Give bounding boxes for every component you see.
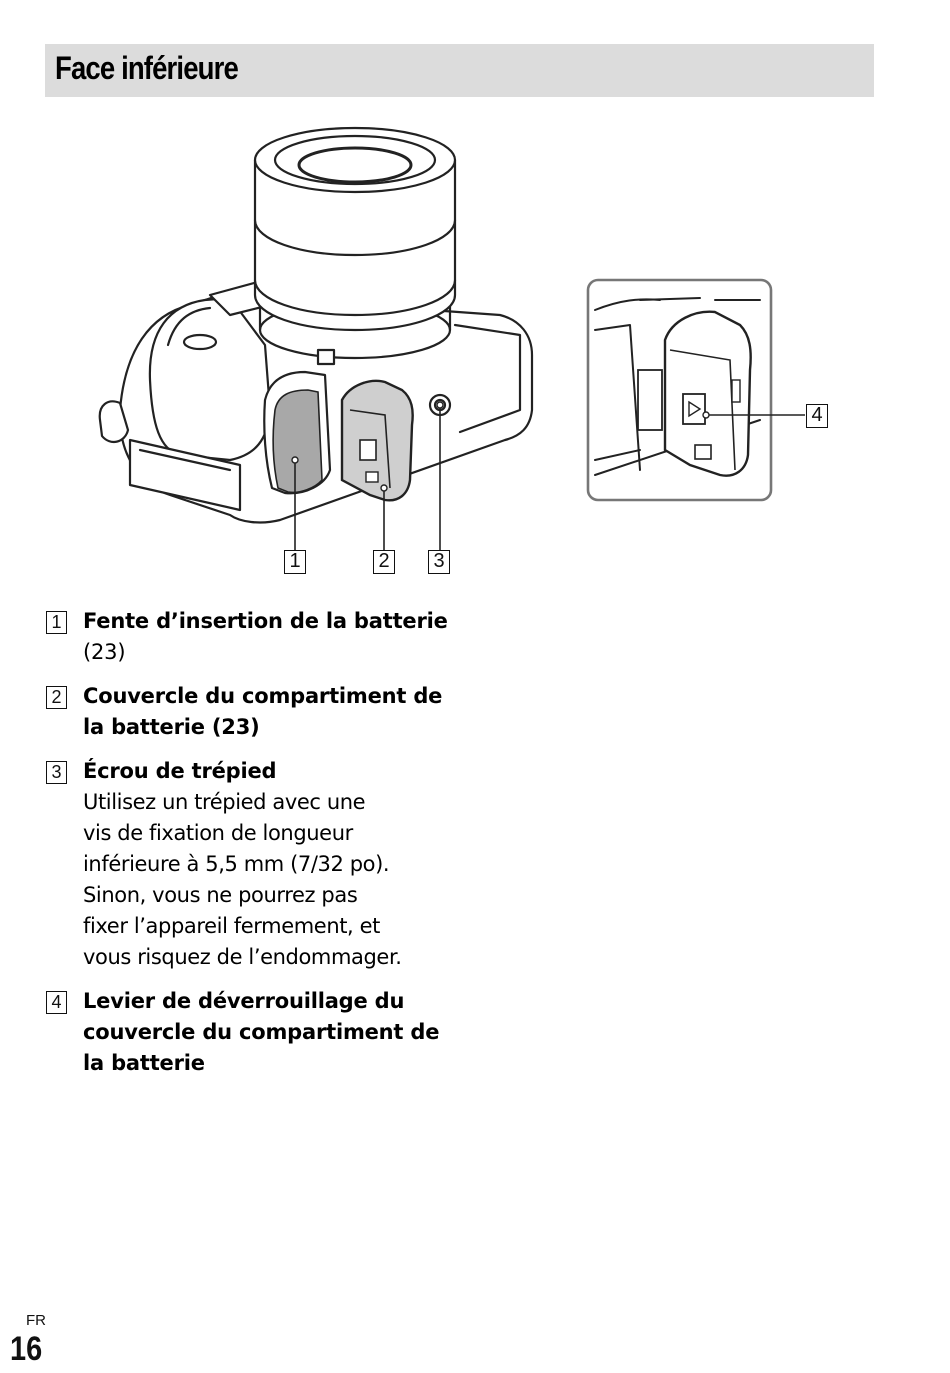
legend-body-line: inférieure à 5,5 mm (7/32 po).: [83, 852, 390, 876]
battery-cover: [340, 379, 414, 502]
legend-body-line: Utilisez un trépied avec une: [83, 790, 366, 814]
legend-body-line: vous risquez de l’endommager.: [83, 945, 402, 969]
legend-number: 4: [46, 991, 67, 1014]
legend-title-line: Fente d’insertion de la batterie: [83, 609, 448, 633]
legend-title-line: Levier de déverrouillage du: [83, 989, 405, 1013]
legend-item: 3 Écrou de trépied Utilisez un trépied a…: [45, 756, 465, 973]
legend-body-line: fixer l’appareil fermement, et: [83, 914, 380, 938]
page-number: 16: [10, 1330, 43, 1368]
language-code: FR: [26, 1312, 46, 1329]
legend-title-line: couvercle du compartiment de: [83, 1020, 440, 1044]
legend-number: 1: [46, 611, 67, 634]
figure-callout-4: 4: [806, 404, 828, 428]
legend-title-line: Couvercle du compartiment de: [83, 684, 443, 708]
legend-number: 3: [46, 761, 67, 784]
legend-title-line: Écrou de trépied: [83, 759, 277, 783]
battery-slot: [272, 389, 323, 494]
legend-item: 4 Levier de déverrouillage du couvercle …: [45, 986, 465, 1079]
section-title: Face inférieure: [55, 50, 239, 86]
legend-title-line: la batterie (23): [83, 715, 260, 739]
camera-bottom-illustration: [98, 126, 534, 550]
legend-item: 1 Fente d’insertion de la batterie (23): [45, 606, 465, 668]
legend-number: 2: [46, 686, 67, 709]
parts-legend: 1 Fente d’insertion de la batterie (23) …: [45, 606, 465, 1092]
battery-cover-detail-illustration: [586, 278, 805, 502]
section-header: Face inférieure: [45, 44, 874, 97]
legend-body-line: Sinon, vous ne pourrez pas: [83, 883, 358, 907]
legend-body-line: vis de fixation de longueur: [83, 821, 353, 845]
legend-item: 2 Couvercle du compartiment de la batter…: [45, 681, 465, 743]
figure-callout-2: 2: [373, 550, 395, 574]
figure-callout-3: 3: [428, 550, 450, 574]
legend-title-line: (23): [83, 640, 126, 664]
legend-title-line: la batterie: [83, 1051, 205, 1075]
figure-callout-1: 1: [284, 550, 306, 574]
